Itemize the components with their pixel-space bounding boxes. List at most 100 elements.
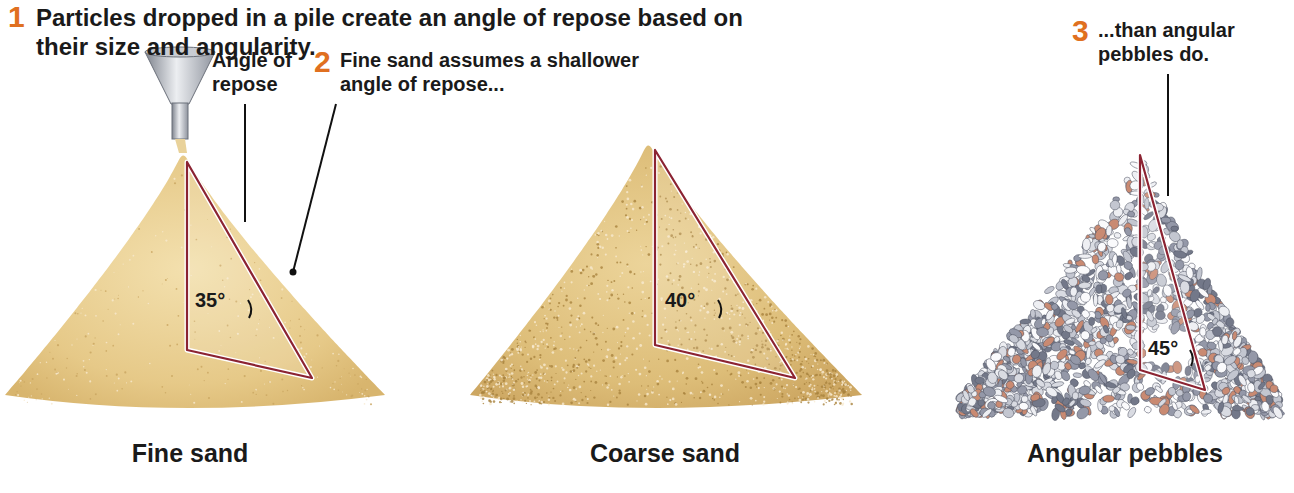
grain xyxy=(543,374,544,375)
grain xyxy=(227,368,229,370)
grain xyxy=(525,342,526,343)
grain xyxy=(536,378,538,380)
grain xyxy=(490,379,492,381)
grain xyxy=(558,302,560,304)
grain xyxy=(561,367,563,369)
grain xyxy=(607,280,608,281)
grain xyxy=(534,396,537,399)
grain xyxy=(508,388,510,390)
grain xyxy=(828,394,829,395)
grain xyxy=(597,247,599,249)
grain xyxy=(337,360,339,362)
grain xyxy=(244,375,246,377)
grain xyxy=(826,397,828,399)
grain xyxy=(648,370,651,373)
grain xyxy=(106,369,107,370)
grain xyxy=(503,377,506,380)
grain xyxy=(649,334,651,336)
grain xyxy=(521,382,524,385)
grain xyxy=(541,306,544,309)
grain xyxy=(538,387,541,390)
grain xyxy=(808,363,809,364)
grain xyxy=(503,398,505,400)
grain xyxy=(628,373,629,374)
grain xyxy=(834,404,836,406)
grain xyxy=(537,393,540,396)
grain xyxy=(817,397,819,399)
grain xyxy=(624,359,626,361)
grain xyxy=(22,380,23,381)
grain xyxy=(511,348,514,351)
grain xyxy=(532,374,533,375)
grain xyxy=(508,377,509,378)
grain xyxy=(562,368,565,371)
grain xyxy=(593,365,595,367)
grain xyxy=(788,349,789,350)
grain xyxy=(524,392,525,393)
grain xyxy=(615,247,617,249)
grain xyxy=(252,392,254,394)
grain xyxy=(786,384,788,386)
pebble-pile xyxy=(954,159,1285,421)
grain xyxy=(640,271,641,272)
grain xyxy=(565,360,567,362)
grain xyxy=(590,266,593,269)
grain xyxy=(343,368,345,370)
grain xyxy=(645,167,647,169)
grain xyxy=(618,347,620,349)
grain xyxy=(574,357,576,359)
grain xyxy=(525,386,527,388)
grain xyxy=(626,345,628,347)
grain xyxy=(624,375,625,376)
grain xyxy=(714,396,717,399)
grain xyxy=(519,341,521,343)
grain xyxy=(89,380,91,382)
grain xyxy=(138,296,139,297)
grain xyxy=(806,361,807,362)
grain xyxy=(609,349,610,350)
grain xyxy=(627,327,630,330)
grain xyxy=(626,204,628,206)
grain xyxy=(503,379,506,382)
grain xyxy=(287,390,288,391)
grain xyxy=(816,374,818,376)
grain xyxy=(635,369,637,371)
grain xyxy=(513,395,515,397)
grain xyxy=(798,399,801,402)
grain xyxy=(773,321,775,323)
grain xyxy=(626,191,628,193)
grain xyxy=(623,319,625,321)
grain xyxy=(517,345,519,347)
grain xyxy=(575,388,576,389)
grain xyxy=(306,353,308,355)
grain xyxy=(639,373,642,376)
grain xyxy=(359,392,361,394)
grain xyxy=(838,398,840,400)
grain xyxy=(513,388,515,390)
grain xyxy=(771,322,773,324)
grain xyxy=(801,366,804,369)
grain xyxy=(793,383,794,384)
grain xyxy=(758,387,760,389)
grain xyxy=(620,354,621,355)
grain xyxy=(814,401,816,403)
grain xyxy=(834,392,836,394)
grain xyxy=(15,394,17,396)
grain xyxy=(741,381,744,384)
grain xyxy=(533,337,534,338)
grain xyxy=(774,309,776,311)
grain xyxy=(686,357,689,360)
grain xyxy=(539,354,541,356)
grain xyxy=(814,391,816,393)
grain xyxy=(516,348,518,350)
grain xyxy=(669,399,671,401)
grain xyxy=(57,344,59,346)
grain xyxy=(188,384,190,386)
grain xyxy=(493,378,496,381)
grain xyxy=(631,312,634,315)
grain xyxy=(607,328,608,329)
grain xyxy=(260,279,262,281)
grain xyxy=(32,378,34,380)
grain xyxy=(806,372,808,374)
grain xyxy=(76,373,78,375)
